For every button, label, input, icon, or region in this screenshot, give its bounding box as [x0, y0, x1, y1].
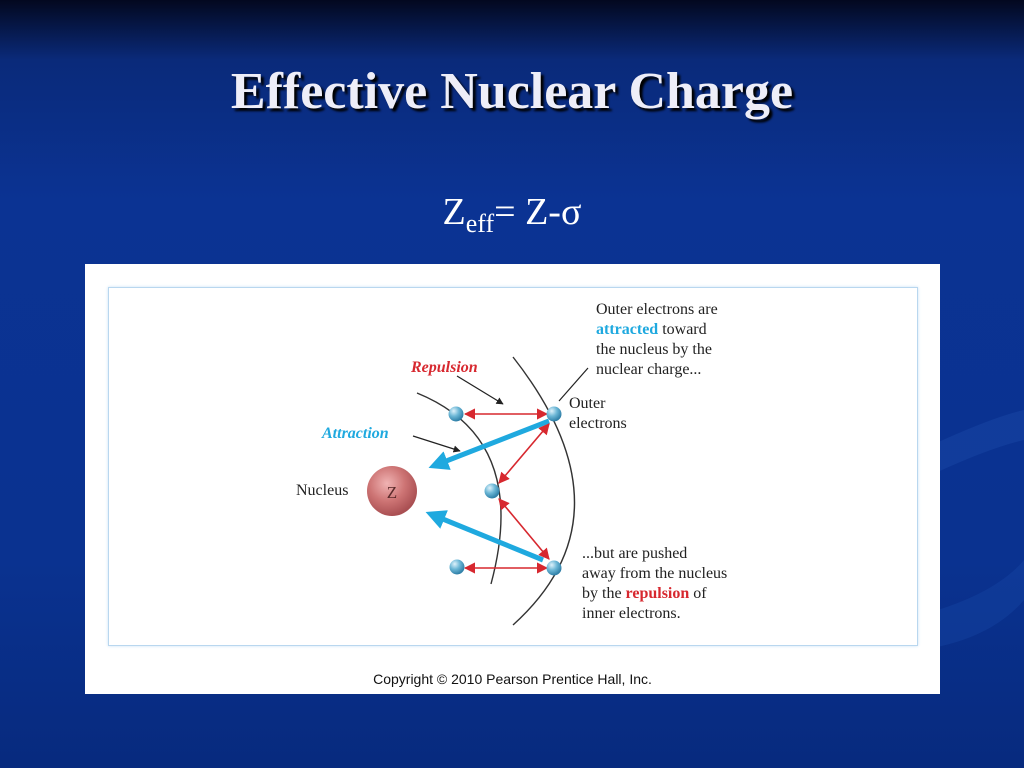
top-note-line1: Outer electrons are	[596, 301, 718, 318]
slide-title: Effective Nuclear Charge	[0, 62, 1024, 121]
repulsion-label: Repulsion	[410, 359, 478, 376]
outer-electrons-label-line2: electrons	[569, 415, 627, 432]
nucleus-label: Nucleus	[296, 482, 348, 499]
bottom-note-line1: ...but are pushed	[582, 545, 687, 562]
copyright-notice: Copyright © 2010 Pearson Prentice Hall, …	[85, 671, 940, 687]
top-note-line3: the nucleus by the	[596, 341, 712, 358]
formula-rhs: = Z-σ	[494, 191, 581, 233]
electron	[449, 407, 464, 422]
electron	[485, 484, 500, 499]
electron	[547, 561, 562, 576]
outer-orbit-arc	[513, 357, 575, 625]
electron	[547, 407, 562, 422]
attracted-emphasis: attracted	[596, 321, 658, 338]
bottom-note-line3-end: of	[689, 585, 707, 602]
attraction-arrow-lower	[433, 515, 543, 560]
top-note-line4: nuclear charge...	[596, 361, 701, 378]
top-note-line2-rest: toward	[658, 321, 706, 338]
repulsion-pointer	[457, 376, 503, 404]
effective-charge-diagram: Z Repulsion Attraction Nucleus Outer ele…	[85, 264, 940, 694]
attraction-pointer	[413, 436, 460, 451]
electron	[450, 560, 465, 575]
formula-symbol: Z	[443, 191, 466, 233]
top-note-line2: attracted toward	[596, 321, 707, 338]
bottom-note-line4: inner electrons.	[582, 605, 681, 622]
repulsion-emphasis: repulsion	[626, 585, 690, 602]
zeff-formula: Zeff= Z-σ	[0, 190, 1024, 239]
formula-subscript: eff	[466, 209, 494, 238]
bottom-note-line2: away from the nucleus	[582, 565, 727, 582]
outer-electrons-label-line1: Outer	[569, 395, 606, 412]
bottom-note-line3: by the repulsion of	[582, 585, 707, 602]
attraction-label: Attraction	[321, 425, 389, 442]
nucleus-symbol: Z	[387, 483, 397, 502]
diagram-figure: Z Repulsion Attraction Nucleus Outer ele…	[85, 264, 940, 694]
bottom-note-line3-start: by the	[582, 585, 626, 602]
